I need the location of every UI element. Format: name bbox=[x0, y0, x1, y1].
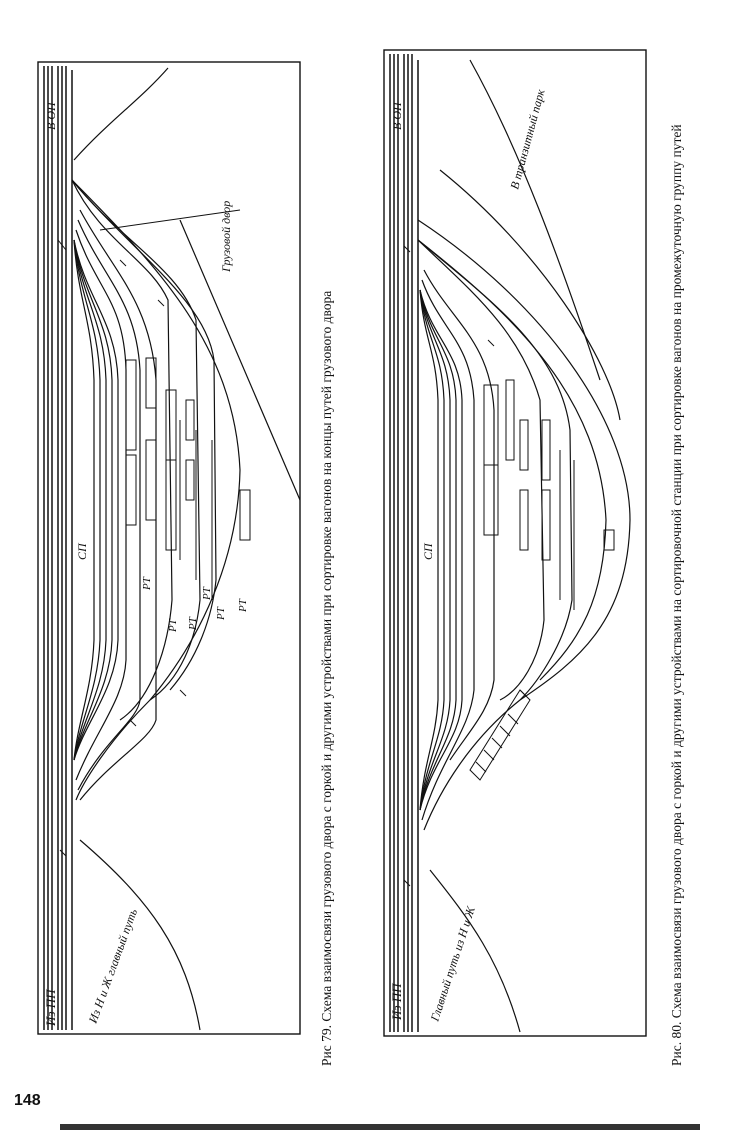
label-to-transit-80: В транзитный парк bbox=[507, 87, 547, 190]
label-freight-yard-79: Грузовой двор bbox=[219, 201, 233, 273]
figure-80-main-tracks bbox=[389, 54, 419, 1032]
figure-80-diagram bbox=[383, 49, 647, 1037]
figure-80-frame bbox=[383, 49, 647, 1037]
figure-79-sorting-tracks bbox=[73, 209, 157, 801]
figure-79-frame bbox=[37, 61, 301, 1035]
label-from-start-80: Из ПП bbox=[389, 982, 404, 1021]
footer-rule bbox=[60, 1124, 700, 1130]
label-rt-2: РТ bbox=[167, 618, 179, 633]
page-number: 148 bbox=[14, 1092, 41, 1109]
figure-80-yard-blocks bbox=[483, 379, 615, 610]
figure-80-sorting-tracks bbox=[419, 269, 495, 821]
label-to-end-80: В ОП bbox=[390, 101, 404, 130]
figure-79-freight-loops bbox=[71, 67, 301, 1031]
figure-80-labels: Из ПП Главный путь из Н и Ж В ОП В транз… bbox=[389, 87, 548, 1024]
label-sorting-park-80: СП bbox=[421, 542, 435, 560]
label-main-track-79: Из Н и Ж главный путь bbox=[85, 906, 140, 1026]
figure-79-diagram bbox=[37, 61, 301, 1035]
figure-80-caption: Рис. 80. Схема взаимосвязи грузового дво… bbox=[669, 124, 684, 1066]
label-main-track-80: Главный путь из Н и Ж bbox=[427, 904, 478, 1024]
figure-79-main-tracks bbox=[43, 66, 73, 1030]
figure-80-switch-marks bbox=[403, 245, 527, 887]
label-rt-6: РТ bbox=[237, 598, 249, 613]
figure-80-intermediate-group bbox=[469, 689, 531, 781]
figure-79-yard-blocks bbox=[125, 357, 251, 600]
label-rt-5: РТ bbox=[215, 606, 227, 621]
label-to-end-79: В ОП bbox=[44, 101, 58, 130]
label-rt-1: РТ bbox=[141, 576, 153, 591]
figure-80-freight-loops bbox=[417, 59, 631, 1033]
label-sorting-park-79: СП bbox=[75, 542, 89, 560]
figure-79-labels: Из ПП Из Н и Ж главный путь В ОП СП Груз… bbox=[43, 101, 249, 1027]
label-from-start-79: Из ПП bbox=[43, 988, 58, 1027]
figure-79-switch-marks bbox=[57, 239, 187, 857]
label-rt-4: РТ bbox=[201, 586, 213, 601]
label-rt-3: РТ bbox=[187, 616, 199, 631]
figure-79-caption: Рис 79. Схема взаимосвязи грузового двор… bbox=[319, 290, 334, 1066]
